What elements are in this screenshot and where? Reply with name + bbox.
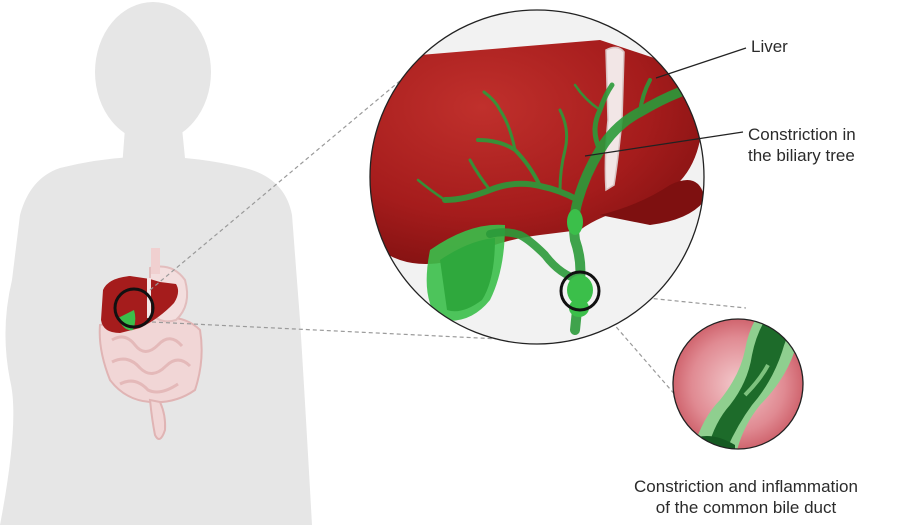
label-line: the biliary tree	[748, 145, 904, 166]
label-liver: Liver	[751, 36, 788, 57]
label-common-bile-duct: Constriction and inflammation of the com…	[593, 476, 899, 518]
label-line: Constriction in	[748, 124, 904, 145]
label-biliary-tree-constriction: Constriction in the biliary tree	[748, 124, 904, 166]
label-line: of the common bile duct	[593, 497, 899, 518]
liver-zoom-circle	[360, 10, 708, 344]
label-line: Constriction and inflammation	[593, 476, 899, 497]
bile-duct-zoom-circle	[673, 300, 820, 470]
